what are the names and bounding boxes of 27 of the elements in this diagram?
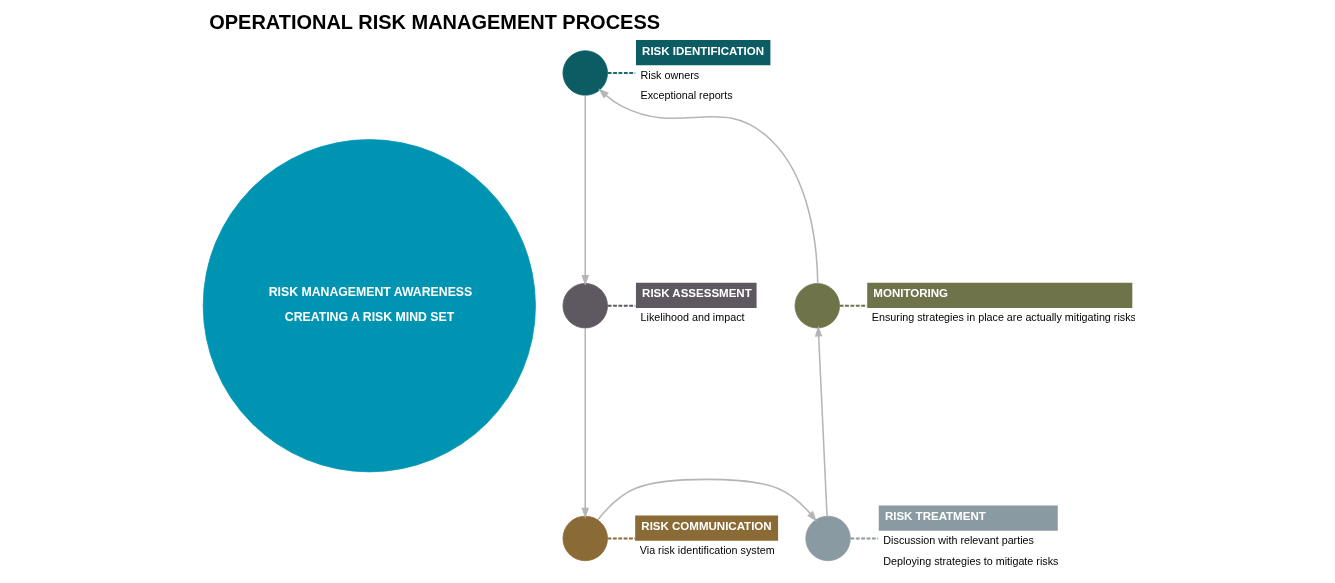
arrow <box>597 478 817 522</box>
node-label: Exceptional reports <box>640 89 733 102</box>
node-circle <box>805 515 851 562</box>
node-box: MONITORING <box>867 282 1133 308</box>
node-label: Risk owners <box>640 68 700 81</box>
connector <box>838 304 868 307</box>
node-box: RISK TREATMENT <box>878 505 1058 531</box>
node-label: Via risk identification system <box>639 543 775 556</box>
arrow <box>581 94 589 286</box>
node-box: RISK IDENTIFICATION <box>635 39 771 66</box>
diagram-title: OPERATIONAL RISK MANAGEMENT PROCESS <box>209 11 661 34</box>
node-circle <box>562 50 608 96</box>
node-label: Deploying strategies to mitigate risks <box>883 554 1059 567</box>
node-label: Discussion with relevant parties <box>883 533 1034 546</box>
node-label: Ensuring strategies in place are actually mitigating risks <box>871 311 1136 324</box>
node-circle <box>794 283 840 329</box>
node-box: RISK COMMUNICATION <box>635 515 779 541</box>
node-label: Likelihood and impact <box>640 311 745 324</box>
arrow <box>581 327 589 519</box>
arrow <box>814 325 828 517</box>
node-box: RISK ASSESSMENT <box>635 282 757 308</box>
node-circle <box>562 283 608 329</box>
arrow <box>598 88 819 285</box>
connector <box>606 537 636 540</box>
node-circle <box>562 515 608 562</box>
node-circle: RISK MANAGEMENT AWARENESS CREATING A RISK MIND SET <box>202 139 536 473</box>
connector <box>849 537 880 540</box>
